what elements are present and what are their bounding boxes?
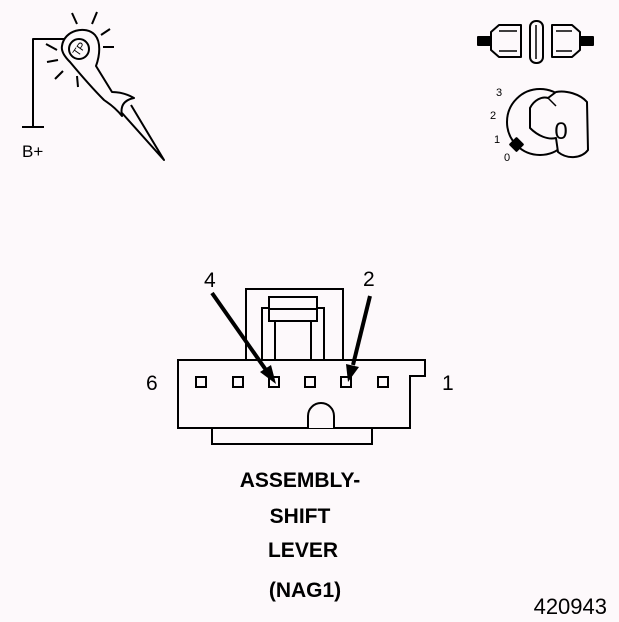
caption-line-2: SHIFT <box>270 505 331 528</box>
pin-label-right: 1 <box>442 372 454 395</box>
ignition-pos-2: 2 <box>490 110 496 122</box>
cavity-pin-5 <box>232 376 244 388</box>
callout-label-pin-2: 2 <box>363 268 375 291</box>
ignition-pos-1: 1 <box>494 134 500 146</box>
connector-disconnected-icon <box>477 20 594 64</box>
cavity-pin-6 <box>195 376 207 388</box>
ignition-pos-0: 0 <box>504 152 510 164</box>
caption-line-4: (NAG1) <box>269 579 341 602</box>
bottom-rail <box>211 427 373 445</box>
right-plug <box>551 24 581 58</box>
callout-arrow-pin-4 <box>210 291 268 372</box>
probe-needle <box>121 104 165 161</box>
connector-body <box>177 359 426 429</box>
callout-arrows <box>210 291 372 384</box>
caption-line-1: ASSEMBLY- <box>240 469 361 492</box>
caption-line-3: LEVER <box>268 539 338 562</box>
supply-label: B+ <box>22 142 43 161</box>
connector-housing <box>177 288 426 445</box>
supply-wire <box>32 38 65 127</box>
pin-label-left: 6 <box>146 372 158 395</box>
figure-number: 420943 <box>534 594 607 619</box>
ignition-key <box>529 90 589 158</box>
position-marker <box>509 137 524 152</box>
test-light-probe-icon <box>22 11 165 161</box>
callout-label-pin-4: 4 <box>204 269 216 292</box>
ignition-key-label: 0 <box>554 118 567 145</box>
cavity-pin-2 <box>340 376 352 388</box>
probe-body <box>60 28 135 117</box>
cavity-pin-1 <box>377 376 389 388</box>
pin-cavities <box>195 376 389 388</box>
light-rays <box>45 11 114 88</box>
probe-lens <box>68 38 90 60</box>
left-plug <box>490 24 522 58</box>
ignition-pos-3: 3 <box>496 87 502 99</box>
cavity-pin-3 <box>304 376 316 388</box>
left-wire-end <box>477 36 492 46</box>
ignition-key-icon <box>506 88 589 158</box>
callout-arrow-pin-2 <box>351 295 372 366</box>
right-wire-end <box>579 36 594 46</box>
polarizing-key <box>307 402 335 428</box>
